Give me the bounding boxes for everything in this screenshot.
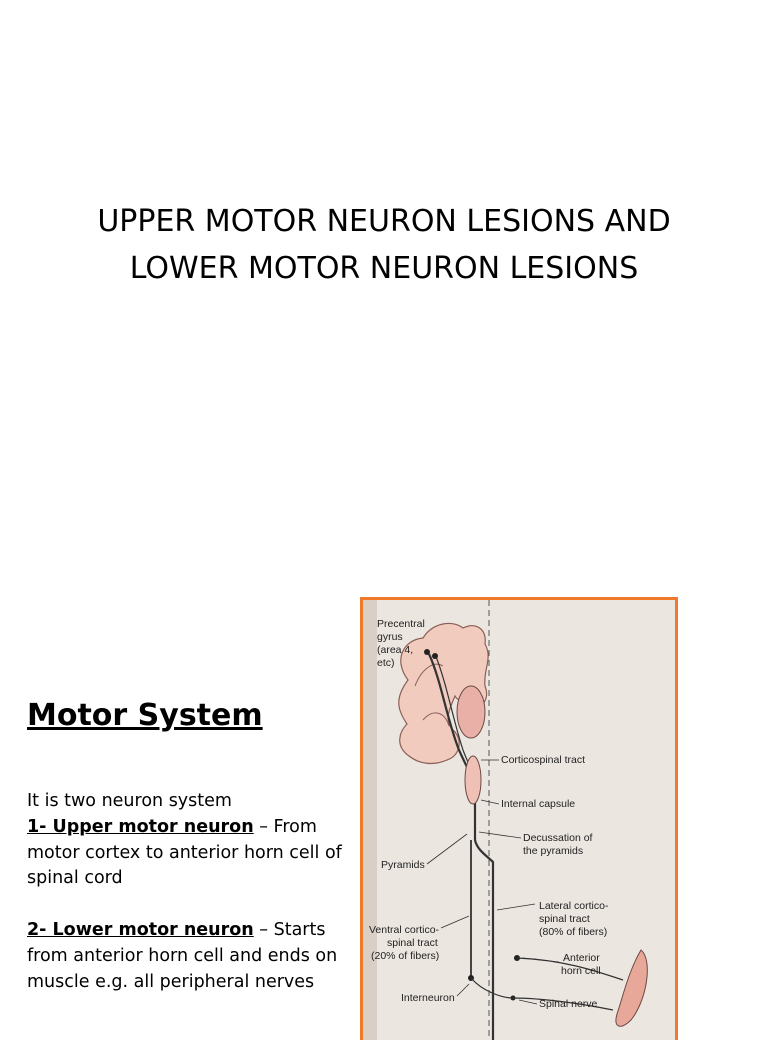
label-anterior-1: Anterior — [563, 952, 600, 964]
label-lateral-2: spinal tract — [539, 913, 590, 925]
label-corticospinal: Corticospinal tract — [501, 754, 585, 766]
label-decussation-2: the pyramids — [523, 845, 583, 857]
cortical-neuron — [424, 649, 430, 655]
label-decussation-1: Decussation of — [523, 832, 593, 844]
label-precentral-2: gyrus — [377, 631, 403, 643]
label-precentral-4: etc) — [377, 657, 395, 669]
muscle — [615, 949, 648, 1027]
label-precentral-1: Precentral — [377, 618, 425, 630]
page-edge-shadow — [363, 600, 377, 1040]
slide-heading: Motor System — [27, 698, 263, 733]
item1-label: 1- Upper motor neuron — [27, 816, 254, 837]
label-lateral-3: (80% of fibers) — [539, 926, 607, 938]
label-ventral-1: Ventral cortico- — [369, 924, 440, 936]
label-internal-capsule: Internal capsule — [501, 798, 575, 810]
item1-text: – From motor cortex to anterior horn cel… — [27, 816, 342, 889]
item2-label: 2- Lower motor neuron — [27, 919, 254, 940]
label-ventral-3: (20% of fibers) — [371, 950, 439, 962]
label-precentral-3: (area 4, — [377, 644, 413, 656]
body-text: It is two neuron system 1- Upper motor n… — [27, 789, 362, 995]
title-line-1: UPPER MOTOR NEURON LESIONS AND — [97, 204, 671, 239]
label-spinal-nerve: Spinal nerve — [539, 998, 598, 1010]
interneuron-fiber — [470, 977, 614, 1011]
cortex-folds — [414, 663, 450, 727]
title-line-2: LOWER MOTOR NEURON LESIONS — [129, 251, 639, 286]
item-upper-motor-neuron: 1- Upper motor neuron – From motor corte… — [27, 815, 362, 892]
label-anterior-2: horn cell — [561, 965, 601, 977]
slide-title: UPPER MOTOR NEURON LESIONS AND LOWER MOT… — [40, 198, 728, 292]
cortical-neuron-2 — [432, 653, 438, 659]
label-lateral-1: Lateral cortico- — [539, 900, 609, 912]
title-slide: UPPER MOTOR NEURON LESIONS AND LOWER MOT… — [40, 198, 728, 292]
internal-capsule-shape — [464, 755, 482, 805]
motor-pathway-diagram: Precentral gyrus (area 4, etc) Corticosp… — [360, 597, 678, 1040]
item-lower-motor-neuron: 2- Lower motor neuron – Starts from ante… — [27, 918, 362, 995]
item2-text: – Starts from anterior horn cell and end… — [27, 919, 338, 992]
label-interneuron: Interneuron — [401, 992, 455, 1004]
label-pyramids: Pyramids — [381, 859, 425, 871]
motor-system-slide: Motor System It is two neuron system 1- … — [0, 590, 768, 1040]
intro-text: It is two neuron system — [27, 791, 232, 811]
label-ventral-2: spinal tract — [387, 937, 438, 949]
basal-ganglia — [456, 685, 486, 739]
pathway-illustration: Precentral gyrus (area 4, etc) Corticosp… — [363, 600, 648, 1040]
